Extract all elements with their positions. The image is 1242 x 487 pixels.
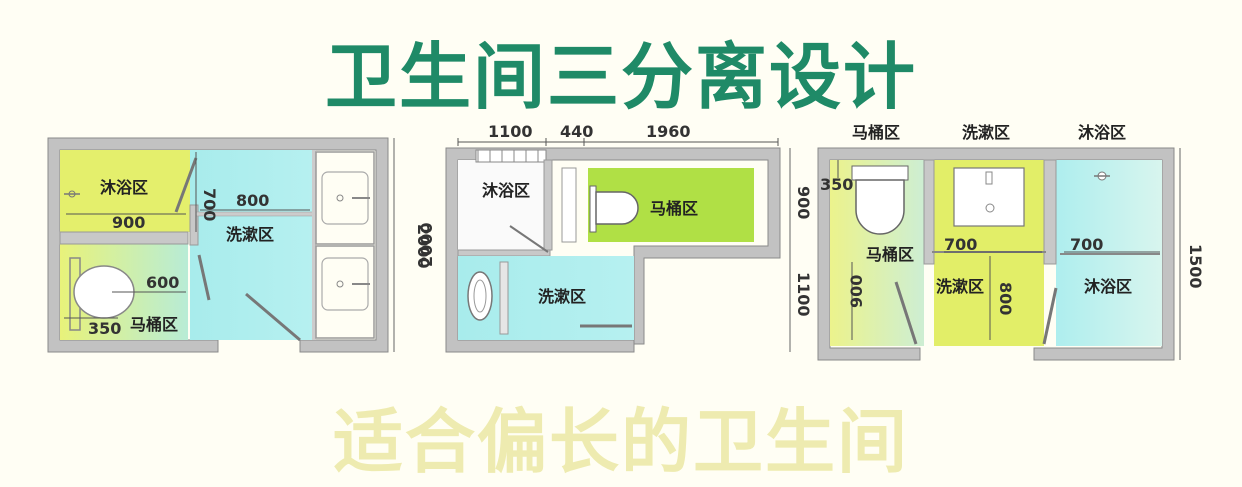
plan3-toilet-label: 马桶区	[866, 245, 914, 264]
plan3-dim-700b: 700	[1070, 235, 1103, 254]
plan1-shower-zone	[60, 150, 190, 232]
plan2-wall	[445, 147, 781, 353]
plan2-dim-440: 440	[560, 122, 593, 141]
plan3-top-shower-label: 沐浴区	[1078, 123, 1126, 142]
plan3-top-wash-label: 洗漱区	[962, 123, 1010, 142]
plan3-dim-1500: 1500	[1186, 244, 1205, 289]
plan1-dim-800: 800	[236, 191, 269, 210]
sink-top	[315, 151, 375, 245]
plan1-dim-2000: 2000	[414, 224, 433, 269]
plan1-wall	[47, 137, 389, 353]
plan1-toilet-label: 马桶区	[130, 315, 178, 334]
plan1-wash-label: 洗漱区	[226, 225, 274, 244]
plan2-wash-label: 洗漱区	[538, 287, 586, 306]
page-title: 卫生间三分离设计	[324, 35, 917, 119]
plan-1: 沐浴区 洗漱区 马桶区 700 800 900 600 350 2000	[47, 137, 433, 353]
plan2-dim-1960: 1960	[646, 122, 691, 141]
plan1-dim-700: 700	[200, 188, 219, 221]
plan1-wash-zone	[190, 150, 314, 340]
plan2-dim-900: 900	[794, 186, 813, 219]
plan3-dim-900: 900	[847, 275, 866, 308]
plan1-dim-600: 600	[146, 273, 179, 292]
plan1-dim-350: 350	[88, 319, 121, 338]
plan1-shower-label: 沐浴区	[100, 178, 148, 197]
plan2-dim-2000: 2000	[417, 222, 436, 267]
plan2-toilet-label: 马桶区	[650, 199, 698, 218]
plan2-shower-label: 沐浴区	[482, 181, 530, 200]
plan1-dim-900: 900	[112, 213, 145, 232]
plan3-wash-label: 洗漱区	[936, 277, 984, 296]
plan3-dim-700a: 700	[944, 235, 977, 254]
plan3-dim-350: 350	[820, 175, 853, 194]
plan-3: 马桶区 洗漱区 沐浴区 马桶区 洗漱区	[817, 123, 1205, 361]
plan3-top-toilet-label: 马桶区	[852, 123, 900, 142]
page-subtitle: 适合偏长的卫生间	[333, 401, 909, 483]
plan3-dim-800: 800	[996, 282, 1015, 315]
plan-2: 1100 440 1960 沐浴区 马桶区 洗漱区 2000	[417, 122, 813, 353]
plan3-shower-label: 沐浴区	[1084, 277, 1132, 296]
plan2-dim-1100-right: 1100	[794, 272, 813, 317]
plan1-partition	[59, 231, 189, 245]
plan2-dim-1100-top: 1100	[488, 122, 533, 141]
sink-bottom	[315, 245, 375, 339]
